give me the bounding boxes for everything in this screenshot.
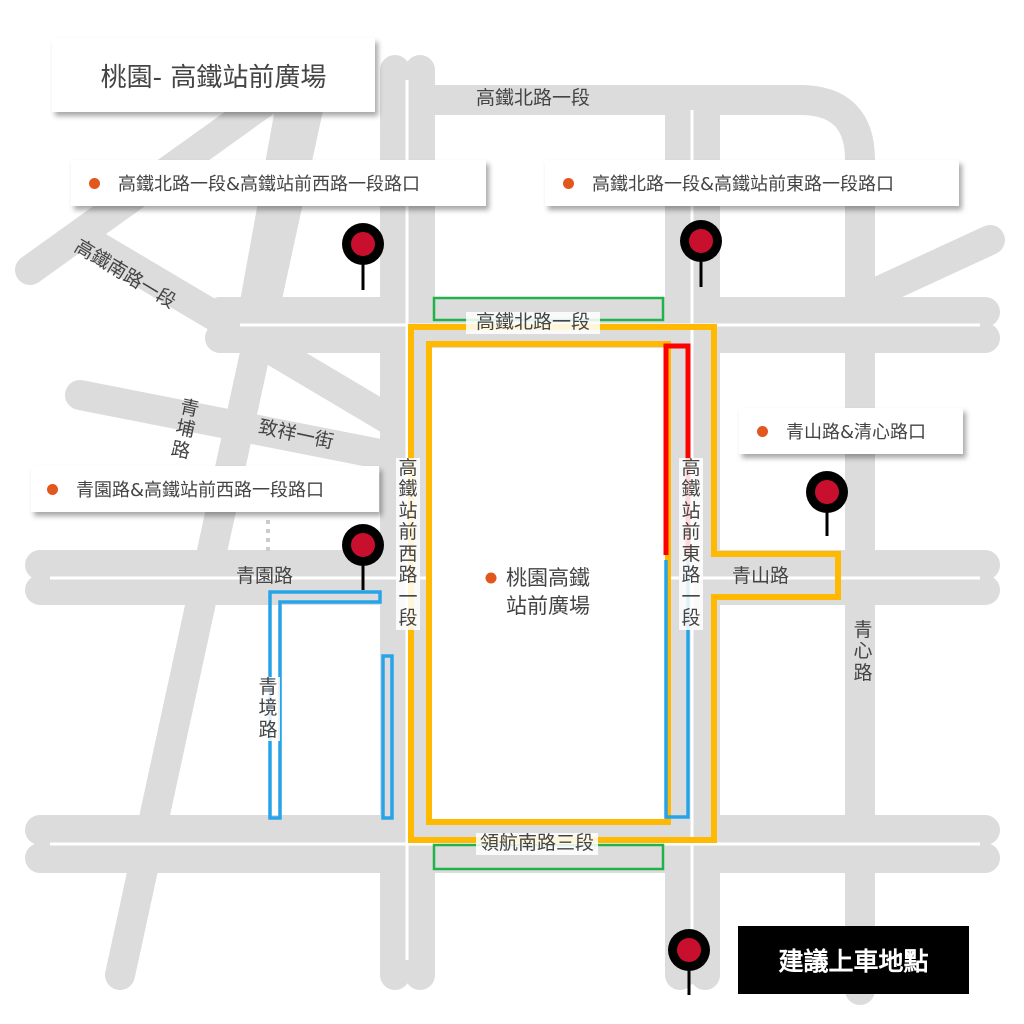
road-label: 青心路	[853, 619, 873, 684]
legend-marker-icon	[668, 929, 710, 995]
road-label: 領航南路三段	[476, 832, 599, 855]
intersection-card: 青山路&清心路口	[739, 408, 963, 454]
plaza-dot	[485, 572, 497, 584]
pickup-markers	[342, 220, 848, 995]
legend-label: 建議上車地點	[738, 926, 969, 994]
location-dot-icon	[47, 483, 58, 495]
map-title: 桃園- 高鐵站前廣場	[52, 38, 375, 112]
location-dot-icon	[563, 177, 574, 189]
road-label: 青境路	[256, 676, 280, 742]
road-label: 青園路	[236, 565, 294, 587]
red-route	[663, 343, 691, 555]
road-label: 高鐵站前西路一段	[396, 457, 420, 630]
road-label: 高鐵站前東路一段	[679, 457, 703, 630]
road-ne-diagonal	[845, 225, 1005, 315]
location-dot-icon	[89, 177, 100, 189]
intersection-card: 高鐵北路一段&高鐵站前東路一段路口	[545, 160, 959, 206]
location-dot-icon	[757, 425, 768, 437]
road-label: 青山路	[732, 565, 790, 587]
blue-route	[268, 560, 690, 820]
road-diagonal-short	[235, 95, 305, 345]
road-label: 高鐵北路一段	[466, 311, 601, 334]
intersection-card: 青園路&高鐵站前西路一段路口	[31, 466, 379, 512]
pickup-marker-icon	[806, 471, 848, 536]
pickup-marker-icon	[342, 524, 384, 590]
road-label: 高鐵北路一段	[476, 87, 591, 109]
pickup-marker-icon	[680, 220, 722, 287]
road-gaotie-bei-top	[380, 85, 875, 1005]
intersection-card: 高鐵北路一段&高鐵站前西路一段路口	[71, 160, 486, 206]
plaza-label: 桃園高鐵站前廣場	[506, 566, 590, 619]
road-zhixiang	[65, 380, 400, 470]
pickup-marker-icon	[342, 223, 384, 290]
